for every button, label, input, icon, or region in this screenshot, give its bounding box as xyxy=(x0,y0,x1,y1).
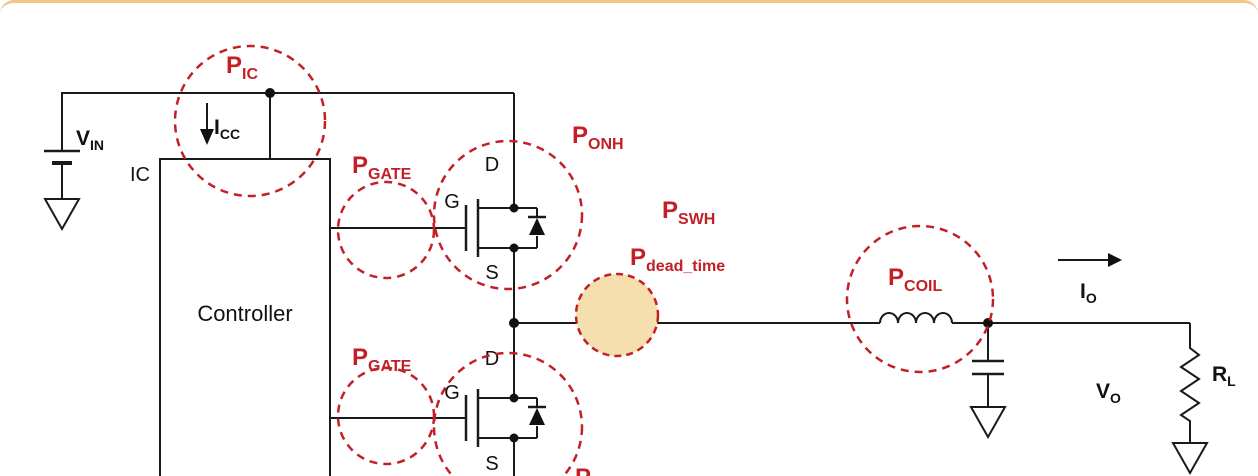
p-coil-loss-circle xyxy=(845,224,995,374)
controller-label: Controller xyxy=(197,301,292,326)
hs-body-diode-wires xyxy=(514,207,538,249)
io-arrow-icon xyxy=(1108,253,1122,267)
low-side-mosfet: D G S xyxy=(444,348,546,475)
loss-annotations: PIC PGATE PGATE PONH PSWH Pdead_time PCO… xyxy=(173,44,995,476)
p-onl-label: PONL xyxy=(575,464,625,476)
controller-block: Controller IC xyxy=(130,158,331,476)
circuit-svg: VIN Controller IC ICC D G S D G S xyxy=(43,44,1236,476)
high-side-mosfet: D G S xyxy=(444,154,546,284)
p-dead-time-label: Pdead_time xyxy=(630,244,725,275)
rl-label: RL xyxy=(1212,363,1236,389)
hs-source-label: S xyxy=(485,262,498,284)
p-gate-high-loss-circle xyxy=(336,180,436,280)
controller-box xyxy=(159,158,331,476)
inductor-icon xyxy=(879,312,953,324)
p-onl-loss-circle xyxy=(432,351,584,476)
ic-label: IC xyxy=(130,164,150,186)
load: RL IO VO xyxy=(1058,253,1236,476)
dead-time-loss-circle xyxy=(574,272,660,358)
p-gate-low-label: PGATE xyxy=(352,344,412,375)
hs-gate-label: G xyxy=(444,191,460,213)
supply-junction-dot xyxy=(265,88,275,98)
icc-arrow-icon xyxy=(200,129,214,145)
p-ic-label: PIC xyxy=(226,52,258,83)
junction-dots xyxy=(265,88,993,443)
vin-source: VIN xyxy=(43,127,104,232)
hs-drain-dot xyxy=(509,203,519,213)
ls-body-diode-wires xyxy=(514,397,538,439)
ls-drain-dot xyxy=(509,393,519,403)
icc-current: ICC xyxy=(200,103,240,145)
rl-resistor-icon xyxy=(1179,323,1201,443)
rl-ground-icon xyxy=(1171,442,1209,476)
ls-gate-label: G xyxy=(444,382,460,404)
p-onh-label: PONH xyxy=(572,122,624,153)
hs-diode-icon xyxy=(529,218,545,235)
p-gate-high-label: PGATE xyxy=(352,152,412,183)
ls-source-label: S xyxy=(485,453,498,475)
hs-source-dot xyxy=(509,243,519,253)
hs-drain-label: D xyxy=(485,154,499,176)
vin-label: VIN xyxy=(76,127,104,153)
top-rail-wire xyxy=(61,92,514,151)
p-coil-label: PCOIL xyxy=(888,264,942,295)
icc-label: ICC xyxy=(214,116,240,142)
vin-ground-icon xyxy=(43,198,81,232)
ls-drain-label: D xyxy=(485,348,499,370)
p-ic-loss-circle xyxy=(173,44,327,198)
p-onh-loss-circle xyxy=(432,139,584,291)
ls-source-dot xyxy=(509,433,519,443)
p-gate-low-loss-circle xyxy=(336,366,436,466)
p-swh-label: PSWH xyxy=(662,197,715,228)
vo-label: VO xyxy=(1096,380,1121,406)
cap-ground-icon xyxy=(969,406,1007,440)
output-filter xyxy=(879,312,1007,440)
switch-node-dot xyxy=(509,318,519,328)
io-label: IO xyxy=(1080,280,1097,306)
ls-diode-icon xyxy=(529,408,545,425)
